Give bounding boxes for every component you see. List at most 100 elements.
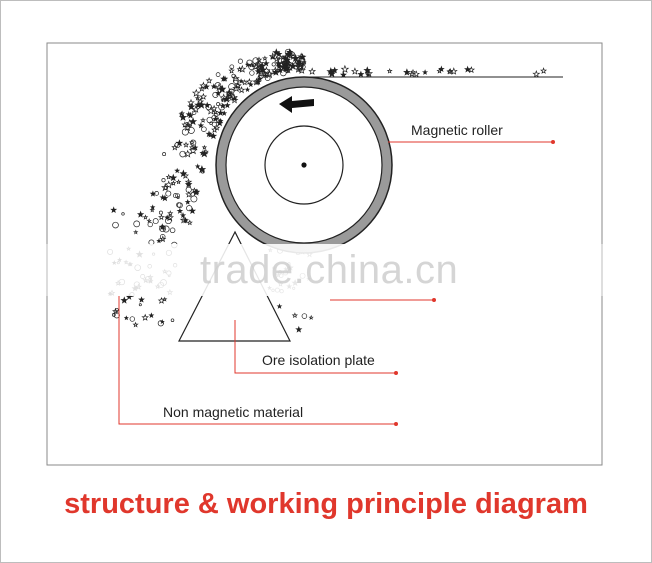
particle-star bbox=[449, 67, 458, 75]
particle-circle bbox=[232, 77, 240, 84]
particle-star bbox=[291, 312, 298, 319]
particle-star bbox=[224, 102, 231, 109]
particle-star bbox=[241, 79, 249, 86]
leader-end-non-magnetic-material bbox=[394, 422, 398, 426]
particle-star bbox=[446, 68, 453, 75]
particle-star bbox=[386, 67, 393, 74]
particle-circle bbox=[159, 234, 166, 240]
particle-star bbox=[255, 56, 263, 63]
particle-star bbox=[274, 59, 282, 67]
particle-circle bbox=[228, 83, 236, 91]
particle-star bbox=[197, 100, 206, 109]
particle-star bbox=[191, 105, 200, 113]
particle-star bbox=[169, 173, 178, 182]
particle-circle bbox=[297, 60, 302, 64]
particle-circle bbox=[121, 212, 125, 216]
particle-star bbox=[199, 150, 206, 156]
particle-circle bbox=[162, 152, 167, 157]
particle-star bbox=[297, 52, 306, 61]
particle-star bbox=[214, 116, 222, 124]
particle-circle bbox=[197, 95, 202, 101]
particle-star bbox=[183, 123, 192, 132]
particle-circle bbox=[301, 313, 308, 319]
particle-circle bbox=[237, 58, 243, 64]
particle-circle bbox=[211, 121, 217, 127]
particle-star bbox=[149, 207, 155, 213]
particle-star bbox=[137, 210, 145, 218]
particle-star bbox=[339, 71, 347, 78]
particle-star bbox=[184, 180, 193, 188]
particle-star bbox=[412, 70, 421, 78]
particle-circle bbox=[147, 221, 153, 228]
particle-circle bbox=[112, 221, 119, 229]
particle-star bbox=[198, 84, 206, 92]
particle-star bbox=[180, 212, 187, 218]
particle-star bbox=[171, 143, 179, 151]
particle-circle bbox=[159, 225, 167, 233]
particle-circle bbox=[218, 103, 226, 111]
particle-star bbox=[179, 215, 188, 224]
particle-circle bbox=[291, 52, 296, 56]
particle-star bbox=[287, 53, 294, 59]
particle-star bbox=[199, 81, 208, 90]
particle-star bbox=[258, 61, 266, 69]
particle-star bbox=[164, 214, 171, 221]
particle-star bbox=[238, 78, 244, 84]
particle-star bbox=[236, 66, 243, 73]
particle-star bbox=[181, 171, 190, 179]
label-magnetic-roller: Magnetic roller bbox=[411, 122, 503, 138]
particle-star bbox=[186, 219, 193, 226]
particle-star bbox=[205, 77, 213, 84]
particle-star bbox=[212, 108, 219, 115]
particle-star bbox=[141, 313, 149, 321]
particle-star bbox=[194, 163, 201, 169]
particle-star bbox=[422, 69, 429, 75]
particle-star bbox=[238, 64, 247, 73]
particle-star bbox=[245, 77, 253, 85]
roller-axle bbox=[301, 162, 307, 168]
particle-star bbox=[276, 303, 283, 309]
particle-star bbox=[532, 69, 541, 78]
particle-circle bbox=[152, 218, 159, 225]
particle-star bbox=[270, 54, 276, 60]
particle-star bbox=[271, 66, 280, 75]
particle-circle bbox=[179, 150, 186, 158]
particle-star bbox=[297, 60, 305, 68]
particle-star bbox=[219, 86, 226, 93]
particle-star bbox=[255, 59, 264, 68]
rotation-arrow-icon bbox=[279, 96, 314, 113]
particle-star bbox=[248, 62, 255, 68]
particle-star bbox=[331, 66, 339, 74]
particle-star bbox=[200, 117, 206, 123]
particle-circle bbox=[225, 95, 231, 102]
particle-circle bbox=[185, 186, 192, 193]
particle-star bbox=[123, 315, 129, 321]
particle-circle bbox=[181, 128, 189, 136]
particle-star bbox=[176, 207, 184, 214]
particle-star bbox=[162, 296, 168, 302]
watermark: trade.china.cn bbox=[200, 248, 459, 292]
particle-star bbox=[187, 98, 195, 106]
particle-star bbox=[132, 321, 139, 328]
particle-star bbox=[178, 111, 185, 117]
particle-circle bbox=[248, 63, 255, 71]
particle-circle bbox=[249, 70, 255, 76]
leader-non-magnetic-material bbox=[118, 296, 396, 425]
particle-star bbox=[184, 178, 193, 186]
particle-circle bbox=[190, 195, 198, 203]
particle-star bbox=[363, 66, 372, 74]
particle-star bbox=[182, 141, 190, 148]
particle-star bbox=[291, 53, 300, 62]
particle-star bbox=[254, 67, 263, 75]
particle-circle bbox=[280, 69, 287, 77]
particle-star bbox=[194, 188, 201, 195]
particle-star bbox=[205, 130, 213, 138]
particle-star bbox=[288, 61, 297, 70]
roller-inner-ring bbox=[264, 125, 344, 205]
particle-star bbox=[403, 68, 411, 76]
particle-star bbox=[365, 71, 371, 78]
particle-star bbox=[234, 81, 242, 89]
particle-star bbox=[265, 69, 274, 77]
magnetic-roller bbox=[215, 76, 393, 254]
particle-circle bbox=[205, 103, 212, 111]
